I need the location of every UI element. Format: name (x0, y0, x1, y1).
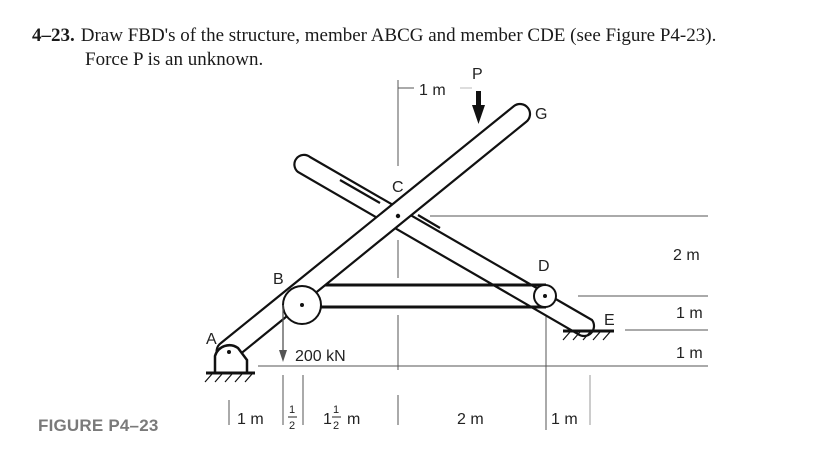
pin-B (282, 285, 322, 325)
label-P: P (472, 66, 483, 83)
support-E (562, 329, 614, 341)
member-ABCG (215, 102, 532, 363)
load-arrow-200kN (279, 305, 287, 362)
pin-C (395, 213, 401, 219)
link-BD (302, 283, 546, 309)
label-D: D (538, 258, 550, 275)
problem-line-1: Draw FBD's of the structure, member ABCG… (80, 25, 717, 46)
figure-caption: FIGURE P4–23 (38, 416, 159, 435)
dim-bottom-1m: 1 m (237, 411, 264, 428)
dim-bottom-2m: 2 m (457, 411, 484, 428)
svg-text:1: 1 (333, 404, 339, 416)
dim-vert-1m-b: 1 m (676, 345, 703, 362)
dim-vert-1m-a: 1 m (676, 305, 703, 322)
load-label: 200 kN (295, 348, 346, 365)
svg-text:m: m (347, 411, 360, 428)
label-B: B (273, 271, 284, 288)
problem-number: 4–23. (32, 25, 75, 46)
dim-bottom-1-and-half: 1 1 2 m (323, 404, 360, 432)
dim-vert-2m: 2 m (673, 247, 700, 264)
force-P-arrow (472, 91, 485, 124)
svg-text:1: 1 (323, 411, 332, 428)
dim-bottom-half: 1 2 (288, 404, 297, 432)
problem-statement: 4–23.Draw FBD's of the structure, member… (32, 24, 716, 72)
pin-D (533, 284, 557, 308)
svg-text:2: 2 (289, 420, 295, 432)
label-C: C (392, 179, 404, 196)
dim-bottom-1m-right: 1 m (551, 411, 578, 428)
label-A: A (206, 331, 217, 348)
svg-text:2: 2 (333, 420, 339, 432)
support-A (204, 344, 255, 383)
svg-text:1: 1 (289, 404, 295, 416)
dim-top-1m: 1 m (419, 82, 446, 99)
dimension-lines (228, 80, 708, 430)
problem-line-2: Force P is an unknown. (85, 49, 264, 70)
label-E: E (604, 312, 615, 329)
member-CDE (293, 153, 596, 338)
label-G: G (535, 106, 547, 123)
